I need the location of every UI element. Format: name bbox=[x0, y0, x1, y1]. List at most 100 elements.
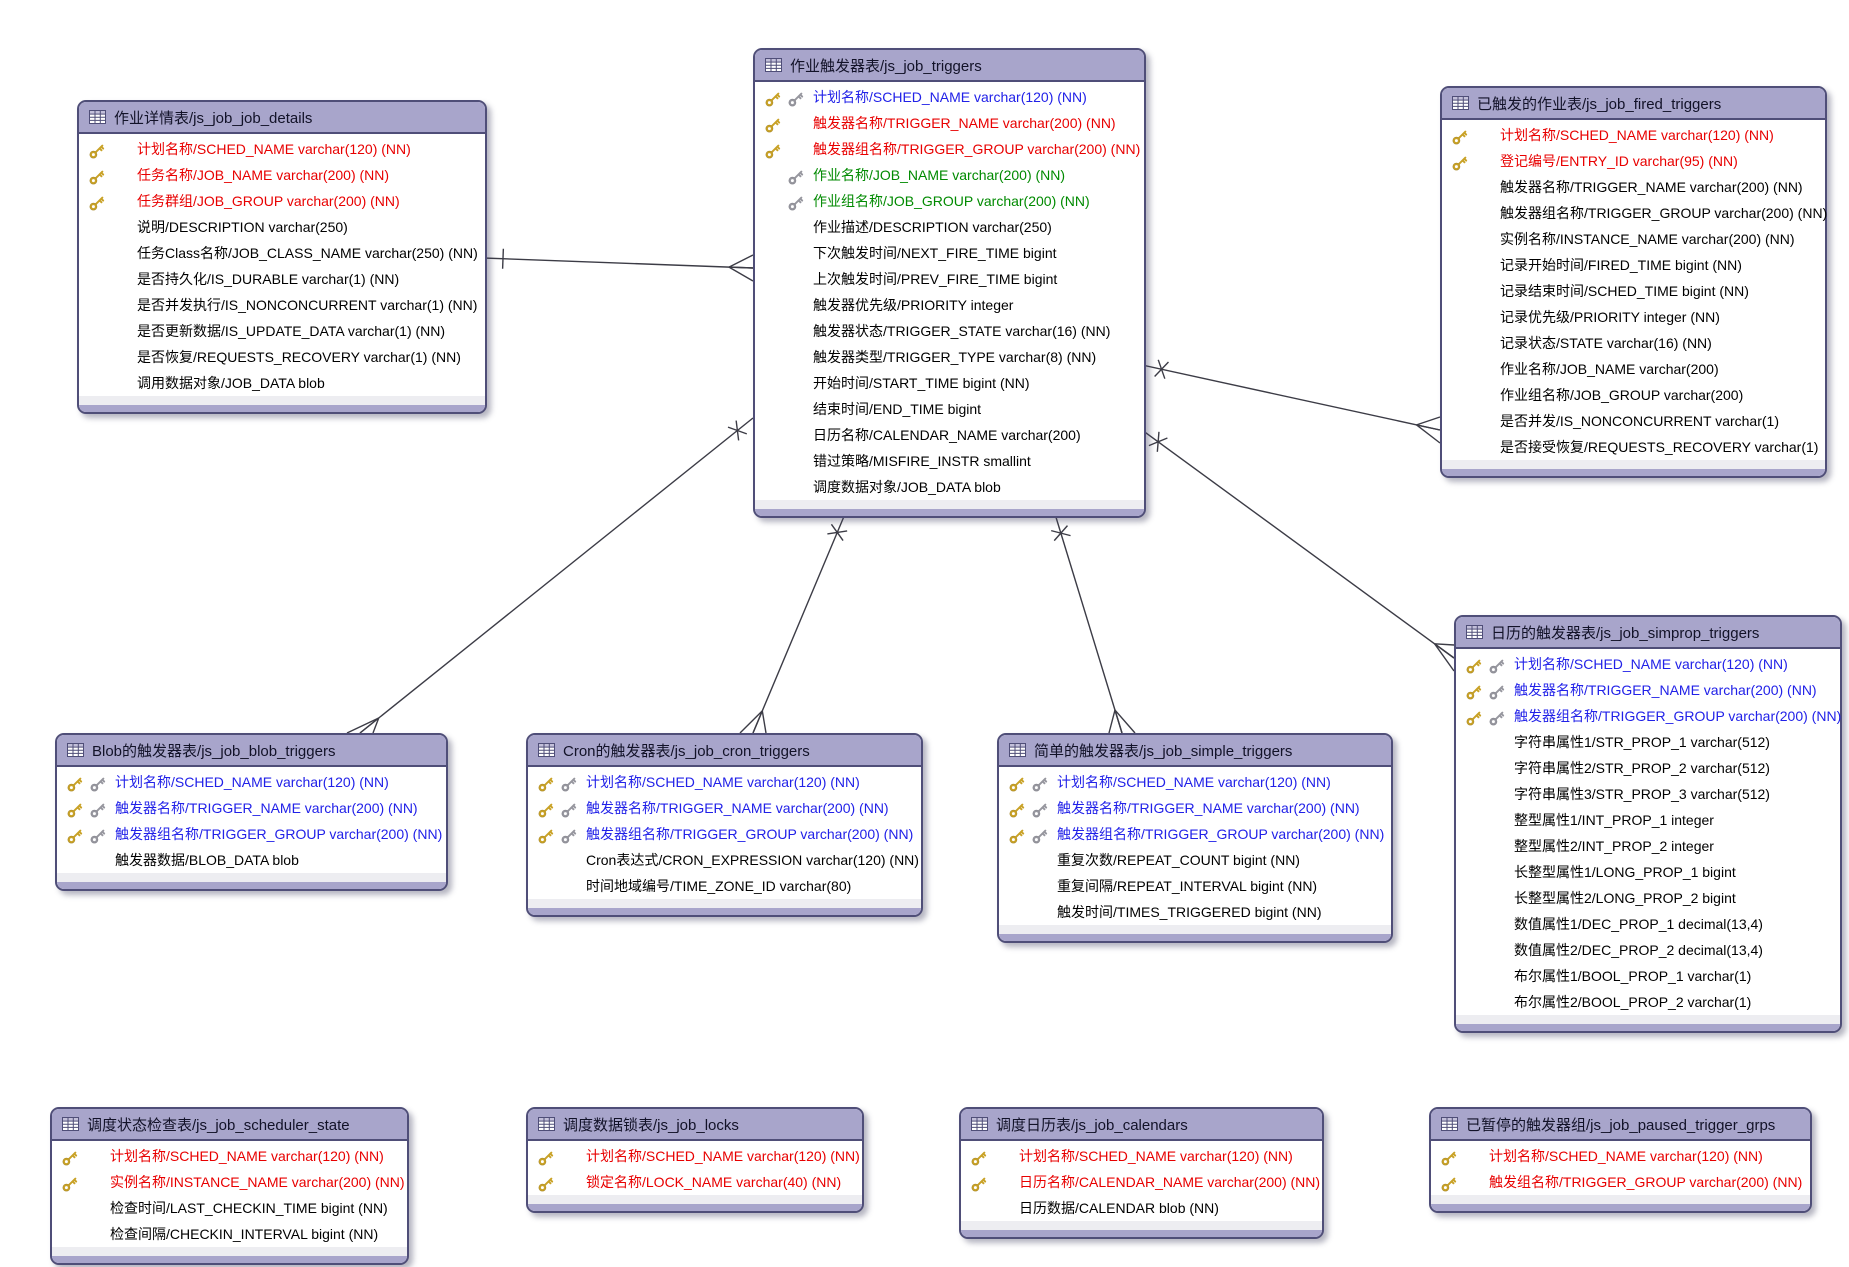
table-header[interactable]: 调度数据锁表/js_job_locks bbox=[528, 1109, 862, 1141]
table-header[interactable]: 调度状态检查表/js_job_scheduler_state bbox=[52, 1109, 407, 1141]
field-row[interactable]: 数值属性1/DEC_PROP_1 decimal(13,4) bbox=[1456, 911, 1840, 937]
table-header[interactable]: Blob的触发器表/js_job_blob_triggers bbox=[57, 735, 446, 767]
field-row[interactable]: 触发时间/TIMES_TRIGGERED bigint (NN) bbox=[999, 899, 1391, 925]
field-row[interactable]: 下次触发时间/NEXT_FIRE_TIME bigint bbox=[755, 240, 1144, 266]
field-row[interactable]: 触发器组名称/TRIGGER_GROUP varchar(200) (NN) bbox=[57, 821, 446, 847]
field-row[interactable]: 整型属性2/INT_PROP_2 integer bbox=[1456, 833, 1840, 859]
field-row[interactable]: 结束时间/END_TIME bigint bbox=[755, 396, 1144, 422]
field-row[interactable]: 计划名称/SCHED_NAME varchar(120) (NN) bbox=[961, 1143, 1322, 1169]
field-row[interactable]: 布尔属性2/BOOL_PROP_2 varchar(1) bbox=[1456, 989, 1840, 1015]
field-row[interactable]: 调用数据对象/JOB_DATA blob bbox=[79, 370, 485, 396]
field-row[interactable]: 触发器组名称/TRIGGER_GROUP varchar(200) (NN) bbox=[528, 821, 921, 847]
field-row[interactable]: 记录优先级/PRIORITY integer (NN) bbox=[1442, 304, 1825, 330]
field-row[interactable]: 调度数据对象/JOB_DATA blob bbox=[755, 474, 1144, 500]
field-row[interactable]: 触发器数据/BLOB_DATA blob bbox=[57, 847, 446, 873]
field-row[interactable]: 日历名称/CALENDAR_NAME varchar(200) bbox=[755, 422, 1144, 448]
table-header[interactable]: Cron的触发器表/js_job_cron_triggers bbox=[528, 735, 921, 767]
table-header[interactable]: 简单的触发器表/js_job_simple_triggers bbox=[999, 735, 1391, 767]
table-header[interactable]: 已暂停的触发器组/js_job_paused_trigger_grps bbox=[1431, 1109, 1810, 1141]
field-row[interactable]: 计划名称/SCHED_NAME varchar(120) (NN) bbox=[999, 769, 1391, 795]
field-row[interactable]: 是否恢复/REQUESTS_RECOVERY varchar(1) (NN) bbox=[79, 344, 485, 370]
field-row[interactable]: 计划名称/SCHED_NAME varchar(120) (NN) bbox=[1431, 1143, 1810, 1169]
field-row[interactable]: 计划名称/SCHED_NAME varchar(120) (NN) bbox=[528, 769, 921, 795]
field-row[interactable]: 重复间隔/REPEAT_INTERVAL bigint (NN) bbox=[999, 873, 1391, 899]
relation-line-triggers-to-blob[interactable] bbox=[346, 417, 754, 734]
field-row[interactable]: 检查时间/LAST_CHECKIN_TIME bigint (NN) bbox=[52, 1195, 407, 1221]
field-row[interactable]: 字符串属性1/STR_PROP_1 varchar(512) bbox=[1456, 729, 1840, 755]
table-header[interactable]: 作业详情表/js_job_job_details bbox=[79, 102, 485, 134]
field-row[interactable]: 锁定名称/LOCK_NAME varchar(40) (NN) bbox=[528, 1169, 862, 1195]
field-row[interactable]: 数值属性2/DEC_PROP_2 decimal(13,4) bbox=[1456, 937, 1840, 963]
field-row[interactable]: 计划名称/SCHED_NAME varchar(120) (NN) bbox=[79, 136, 485, 162]
field-row[interactable]: 长整型属性1/LONG_PROP_1 bigint bbox=[1456, 859, 1840, 885]
field-row[interactable]: 计划名称/SCHED_NAME varchar(120) (NN) bbox=[1442, 122, 1825, 148]
relation-line-job_details-to-triggers[interactable] bbox=[482, 248, 754, 282]
field-row[interactable]: 记录状态/STATE varchar(16) (NN) bbox=[1442, 330, 1825, 356]
field-row[interactable]: 触发组名称/TRIGGER_GROUP varchar(200) (NN) bbox=[1431, 1169, 1810, 1195]
field-row[interactable]: 是否并发/IS_NONCONCURRENT varchar(1) bbox=[1442, 408, 1825, 434]
field-row[interactable]: 时间地域编号/TIME_ZONE_ID varchar(80) bbox=[528, 873, 921, 899]
field-row[interactable]: 作业组名称/JOB_GROUP varchar(200) bbox=[1442, 382, 1825, 408]
field-row[interactable]: 任务Class名称/JOB_CLASS_NAME varchar(250) (N… bbox=[79, 240, 485, 266]
field-row[interactable]: 触发器名称/TRIGGER_NAME varchar(200) (NN) bbox=[1442, 174, 1825, 200]
field-row[interactable]: 实例名称/INSTANCE_NAME varchar(200) (NN) bbox=[52, 1169, 407, 1195]
field-row[interactable]: 说明/DESCRIPTION varchar(250) bbox=[79, 214, 485, 240]
field-row[interactable]: 记录开始时间/FIRED_TIME bigint (NN) bbox=[1442, 252, 1825, 278]
field-row[interactable]: 长整型属性2/LONG_PROP_2 bigint bbox=[1456, 885, 1840, 911]
field-row[interactable]: 开始时间/START_TIME bigint (NN) bbox=[755, 370, 1144, 396]
table-header[interactable]: 已触发的作业表/js_job_fired_triggers bbox=[1442, 88, 1825, 120]
field-row[interactable]: 触发器状态/TRIGGER_STATE varchar(16) (NN) bbox=[755, 318, 1144, 344]
table-header[interactable]: 调度日历表/js_job_calendars bbox=[961, 1109, 1322, 1141]
field-row[interactable]: 触发器名称/TRIGGER_NAME varchar(200) (NN) bbox=[57, 795, 446, 821]
table-header[interactable]: 作业触发器表/js_job_triggers bbox=[755, 50, 1144, 82]
field-row[interactable]: 是否接受恢复/REQUESTS_RECOVERY varchar(1) bbox=[1442, 434, 1825, 460]
field-row[interactable]: 错过策略/MISFIRE_INSTR smallint bbox=[755, 448, 1144, 474]
field-row[interactable]: 触发器名称/TRIGGER_NAME varchar(200) (NN) bbox=[528, 795, 921, 821]
relation-line-triggers-to-cron[interactable] bbox=[739, 513, 848, 734]
field-row[interactable]: 作业名称/JOB_NAME varchar(200) bbox=[1442, 356, 1825, 382]
field-row[interactable]: 触发器组名称/TRIGGER_GROUP varchar(200) (NN) bbox=[755, 136, 1144, 162]
field-row[interactable]: 记录结束时间/SCHED_TIME bigint (NN) bbox=[1442, 278, 1825, 304]
field-row[interactable]: 触发器组名称/TRIGGER_GROUP varchar(200) (NN) bbox=[1456, 703, 1841, 729]
field-row[interactable]: 任务名称/JOB_NAME varchar(200) (NN) bbox=[79, 162, 485, 188]
field-row[interactable]: 计划名称/SCHED_NAME varchar(120) (NN) bbox=[52, 1143, 407, 1169]
field-row[interactable]: 触发器组名称/TRIGGER_GROUP varchar(200) (NN) bbox=[1442, 200, 1827, 226]
field-row[interactable]: 触发器优先级/PRIORITY integer bbox=[755, 292, 1144, 318]
field-row[interactable]: 布尔属性1/BOOL_PROP_1 varchar(1) bbox=[1456, 963, 1840, 989]
field-row[interactable]: 是否并发执行/IS_NONCONCURRENT varchar(1) (NN) bbox=[79, 292, 485, 318]
relation-line-triggers-to-simprop[interactable] bbox=[1141, 429, 1455, 672]
field-row[interactable]: 是否持久化/IS_DURABLE varchar(1) (NN) bbox=[79, 266, 485, 292]
relation-line-triggers-to-simple[interactable] bbox=[1050, 513, 1136, 734]
field-row[interactable]: 计划名称/SCHED_NAME varchar(120) (NN) bbox=[755, 84, 1144, 110]
field-row[interactable]: 触发器组名称/TRIGGER_GROUP varchar(200) (NN) bbox=[999, 821, 1391, 847]
field-row[interactable]: 任务群组/JOB_GROUP varchar(200) (NN) bbox=[79, 188, 485, 214]
field-row[interactable]: 日历数据/CALENDAR blob (NN) bbox=[961, 1195, 1322, 1221]
field-row[interactable]: 检查间隔/CHECKIN_INTERVAL bigint (NN) bbox=[52, 1221, 407, 1247]
field-row[interactable]: 登记编号/ENTRY_ID varchar(95) (NN) bbox=[1442, 148, 1825, 174]
table-header[interactable]: 日历的触发器表/js_job_simprop_triggers bbox=[1456, 617, 1840, 649]
field-row[interactable]: 计划名称/SCHED_NAME varchar(120) (NN) bbox=[57, 769, 446, 795]
field-row[interactable]: 触发器类型/TRIGGER_TYPE varchar(8) (NN) bbox=[755, 344, 1144, 370]
field-row[interactable]: 实例名称/INSTANCE_NAME varchar(200) (NN) bbox=[1442, 226, 1825, 252]
field-row[interactable]: 计划名称/SCHED_NAME varchar(120) (NN) bbox=[1456, 651, 1840, 677]
field-row[interactable]: 触发器名称/TRIGGER_NAME varchar(200) (NN) bbox=[755, 110, 1144, 136]
field-row[interactable]: 计划名称/SCHED_NAME varchar(120) (NN) bbox=[528, 1143, 862, 1169]
field-row[interactable]: 触发器名称/TRIGGER_NAME varchar(200) (NN) bbox=[1456, 677, 1840, 703]
field-row[interactable]: 触发器名称/TRIGGER_NAME varchar(200) (NN) bbox=[999, 795, 1391, 821]
relation-line-triggers-to-fired[interactable] bbox=[1141, 359, 1441, 444]
field-row[interactable]: 日历名称/CALENDAR_NAME varchar(200) (NN) bbox=[961, 1169, 1322, 1195]
field-row[interactable]: 作业描述/DESCRIPTION varchar(250) bbox=[755, 214, 1144, 240]
field-row[interactable]: 是否更新数据/IS_UPDATE_DATA varchar(1) (NN) bbox=[79, 318, 485, 344]
field-row[interactable]: 字符串属性2/STR_PROP_2 varchar(512) bbox=[1456, 755, 1840, 781]
